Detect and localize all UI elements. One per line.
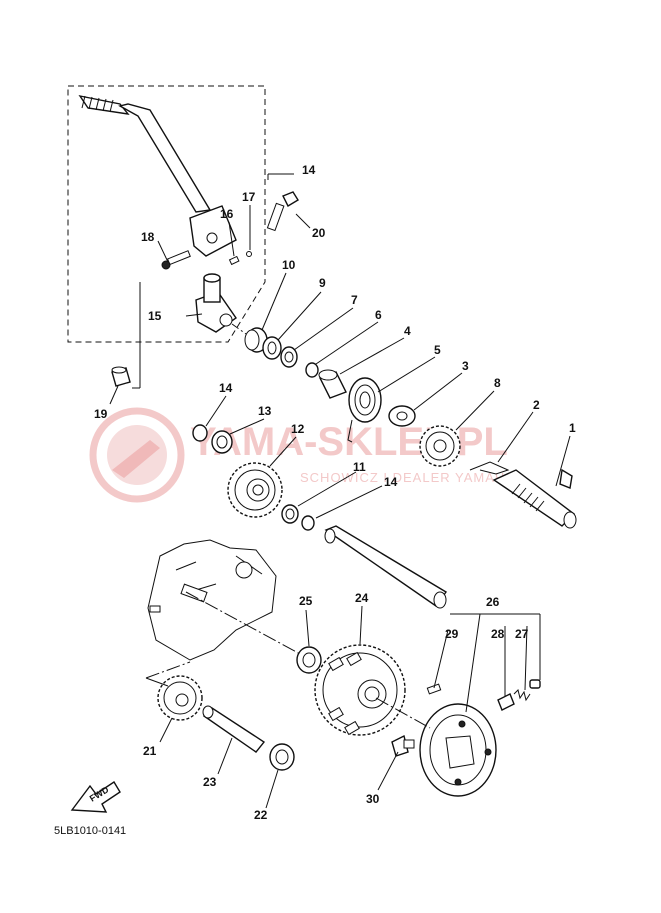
part-bolt-31 (391, 734, 415, 757)
part-spring-5 (347, 377, 382, 443)
callout-23: 22 (254, 808, 268, 822)
part-bolt-19 (161, 250, 191, 270)
callout-9: 9 (319, 276, 326, 290)
callout-16: 15 (148, 309, 162, 323)
callout-14b: 14 (384, 475, 398, 489)
callout-29: 28 (491, 627, 505, 641)
watermark-tagline: SCHOWICZ I DEALER YAMAHA (300, 470, 515, 485)
callouts: 14 17 16 20 18 10 9 7 6 15 4 5 3 8 14 2 … (94, 163, 576, 822)
callout-19: 18 (141, 230, 155, 244)
part-pin-17 (228, 255, 240, 266)
part-roller-30 (426, 683, 442, 695)
callout-28: 27 (515, 627, 529, 641)
callout-4: 4 (404, 324, 411, 338)
callout-2: 2 (533, 398, 540, 412)
callout-3: 3 (462, 359, 469, 373)
part-kick-shaft-1 (492, 468, 577, 529)
part-washer-3 (388, 405, 416, 427)
part-washer-9 (262, 336, 282, 360)
part-starter-clutch-27 (419, 703, 497, 797)
part-kick-gear-12 (227, 462, 283, 518)
callout-10: 10 (282, 258, 296, 272)
part-circlip-14b (301, 515, 315, 531)
part-collar-4 (318, 369, 347, 399)
part-pin-24 (202, 705, 266, 753)
diagram-code: 5LB1010-0141 (54, 825, 126, 837)
part-ratchet-8 (419, 425, 461, 467)
part-washer-7 (280, 346, 298, 368)
callout-15: 14 (302, 163, 316, 177)
callout-8: 8 (494, 376, 501, 390)
callout-7: 7 (351, 293, 358, 307)
callout-6: 6 (375, 308, 382, 322)
part-circlip-6 (305, 362, 319, 378)
part-bush-20 (111, 366, 131, 387)
watermark-logo (89, 407, 185, 503)
part-washer-11 (281, 504, 299, 524)
part-ball-18 (246, 251, 252, 257)
part-circlip-14a (192, 424, 208, 442)
part-spring-28 (513, 679, 541, 702)
part-bolt-21 (266, 191, 299, 232)
callout-17: 16 (220, 207, 234, 221)
callout-11: 11 (353, 460, 366, 474)
part-shaft (324, 525, 448, 609)
callout-1: 1 (569, 421, 576, 435)
part-collar-23 (269, 743, 295, 771)
callout-30: 29 (445, 627, 459, 641)
callout-14a: 14 (219, 381, 233, 395)
callout-20: 19 (94, 407, 108, 421)
part-kick-lever (78, 94, 237, 257)
kick-assembly-outline (67, 85, 266, 343)
part-idle-gear-25 (314, 644, 406, 736)
part-lever-boss (195, 273, 237, 333)
part-gear-22 (157, 675, 203, 721)
callout-22: 21 (143, 744, 157, 758)
callout-5: 5 (434, 343, 441, 357)
callout-27: 26 (486, 595, 500, 609)
crankcase (147, 539, 277, 661)
part-plunger-29 (497, 693, 515, 711)
fwd-arrow: FWD (70, 781, 121, 813)
callout-25: 24 (355, 591, 369, 605)
leader-lines (109, 173, 571, 809)
callout-26: 25 (299, 594, 313, 608)
callout-18: 17 (242, 190, 256, 204)
part-clip-2 (469, 461, 510, 475)
callout-24: 23 (203, 775, 217, 789)
callout-31: 30 (366, 792, 380, 806)
callout-12: 12 (291, 422, 305, 436)
callout-21: 20 (312, 226, 326, 240)
part-washer-26 (296, 646, 322, 674)
part-washer-13 (211, 430, 233, 454)
callout-13: 13 (258, 404, 272, 418)
